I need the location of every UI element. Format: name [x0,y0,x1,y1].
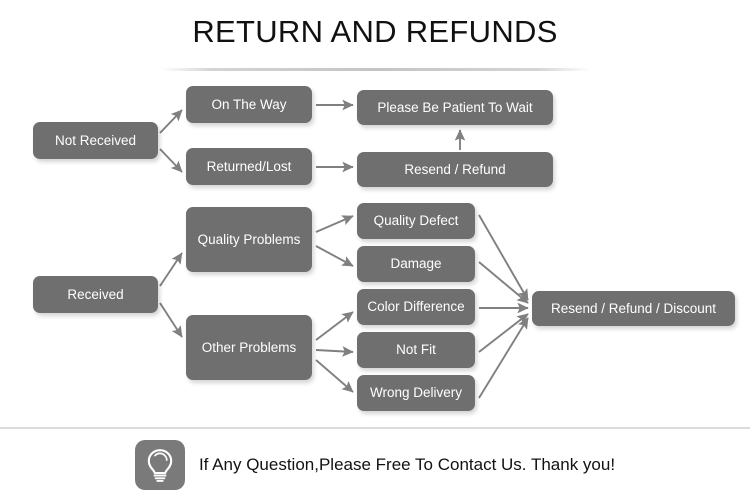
footer-message: If Any Question,Please Free To Contact U… [198,455,616,474]
node-resend-refund[interactable]: Resend / Refund [357,152,553,187]
edge-other-problems-not-fit [315,346,354,357]
node-not-received[interactable]: Not Received [33,122,158,159]
edge-quality-problems-quality-defect [315,215,354,233]
node-wrong-delivery[interactable]: Wrong Delivery [357,375,475,411]
edge-received-other-problems [159,302,183,338]
node-other-problems[interactable]: Other Problems [186,315,312,380]
node-on-the-way[interactable]: On The Way [186,86,312,123]
title-divider [160,68,590,71]
node-not-fit[interactable]: Not Fit [357,332,475,368]
edge-quality-problems-damage [315,245,354,267]
node-quality-defect[interactable]: Quality Defect [357,203,475,239]
node-received[interactable]: Received [33,276,158,313]
node-quality-problems[interactable]: Quality Problems [186,207,312,272]
edge-wrong-delivery-result [478,317,529,399]
edge-damage-result [478,261,529,304]
node-color-difference[interactable]: Color Difference [357,289,475,325]
flowchart-arrow-layer [159,99,529,399]
flowchart: Not Received On The Way Returned/Lost Pl… [33,86,735,411]
page-title: RETURN AND REFUNDS [192,14,558,49]
footer: If Any Question,Please Free To Contact U… [0,430,750,500]
edge-other-problems-color-difference [315,311,354,341]
node-damage[interactable]: Damage [357,246,475,282]
edge-not-fit-result [478,313,529,353]
footer-divider [0,427,750,429]
edge-not-received-on-the-way [159,109,183,134]
node-resend-refund-discount[interactable]: Resend / Refund / Discount [532,291,735,326]
edge-received-quality-problems [159,252,183,287]
edge-quality-defect-result [478,214,529,301]
node-returned-lost[interactable]: Returned/Lost [186,148,312,185]
edge-other-problems-wrong-delivery [315,359,354,393]
node-please-be-patient-to-wait[interactable]: Please Be Patient To Wait [357,90,553,125]
edge-not-received-returned-lost [159,148,183,173]
lightbulb-icon [134,440,185,490]
